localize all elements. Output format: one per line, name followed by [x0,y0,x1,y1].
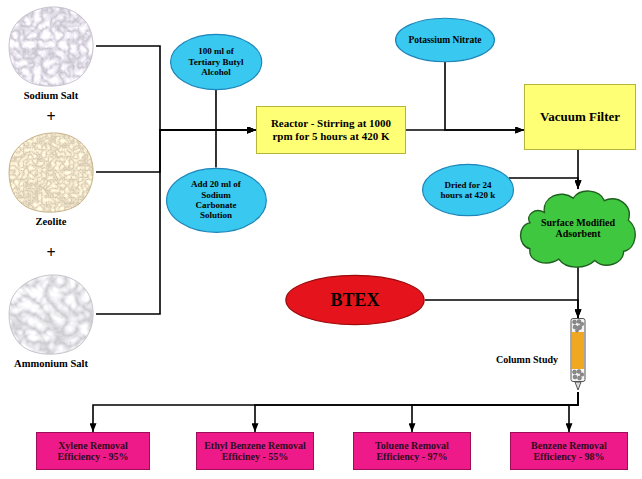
ingredient-photo: Sodium Salt [6,4,96,102]
flow-arrow [412,392,578,432]
node-text: Ammonium Salt [6,358,96,370]
cloud-shape [521,191,636,267]
node-text: Reactor - Stirring at 1000 rpm for 5 hou… [262,117,400,142]
flow-arrow [509,178,578,189]
node-text: 100 ml of Tertiary Butyl Alcohol [184,46,248,77]
process-box: Reactor - Stirring at 1000 rpm for 5 hou… [256,106,406,154]
reagent-ellipse: 100 ml of Tertiary Butyl Alcohol [170,34,262,90]
column-liquid [572,332,584,369]
ingredient-photo: Zeolite [6,130,96,228]
plus-sign-holder: + [39,105,63,129]
ellipse-shape [396,18,495,61]
node-text: Ethyl Benzene Removal Efficiney - 55% [202,440,308,463]
node-text: Column Study [496,354,558,366]
column-tube [571,319,585,382]
product-cloud: Surface Modified Adsorbent [518,189,638,267]
reagent-ellipse: Potassium Nitrate [395,18,495,62]
plus-sign-holder: + [39,241,63,265]
flow-arrow [445,62,524,130]
result-box: Benzene Removal Efficiency - 98% [510,432,628,470]
node-text: Benzene Removal Efficiency - 98% [516,440,622,463]
plus-sign: + [46,244,55,262]
flow-arrow [216,90,256,130]
zeolite-photo [6,130,96,214]
flow-arrow [93,392,578,432]
result-box: Toluene Removal Efficiency - 97% [353,432,471,470]
ingredient-photo: Ammonium Salt [6,272,96,370]
result-box: Ethyl Benzene Removal Efficiney - 55% [196,432,314,470]
node-text: Sodium Salt [6,90,96,102]
flow-arrow [255,392,578,432]
ellipse-shape [286,275,424,324]
ellipse-shape [170,34,261,89]
flow-arrow [216,130,256,168]
flow-arrow [96,130,256,172]
node-text: Xylene Removal Efficiency - 95% [42,440,144,463]
input-ellipse: BTEX [285,275,425,325]
plus-sign: + [46,108,55,126]
ellipse-shape [166,168,266,232]
sodium-salt-photo [6,4,96,88]
result-box: Xylene Removal Efficiency - 95% [36,432,150,470]
connector-group [93,46,578,432]
node-text: BTEX [330,290,379,311]
node-text: Toluene Removal Efficiency - 97% [359,440,465,463]
node-text: Dried for 24 hours at 420 k [433,180,503,201]
node-text: Potassium Nitrate [408,35,481,46]
flow-arrow [569,392,578,432]
column-node: Column Study [566,318,590,392]
node-text: Vacuum Filter [530,110,630,125]
column-outlet [575,382,581,390]
node-text: Zeolite [6,216,96,228]
ammonium-salt-photo [6,272,96,356]
column-packing [573,320,584,381]
column-drawing [566,318,590,392]
flow-arrow [425,300,578,318]
node-text: Surface Modified Adsorbent [538,217,618,240]
node-text: Add 20 ml of Sodium Carbonate Solution [184,179,248,220]
reagent-ellipse: Add 20 ml of Sodium Carbonate Solution [166,168,267,233]
ellipse-shape [423,164,514,215]
process-ellipse: Dried for 24 hours at 420 k [422,164,514,216]
process-box: Vacuum Filter [524,84,636,150]
